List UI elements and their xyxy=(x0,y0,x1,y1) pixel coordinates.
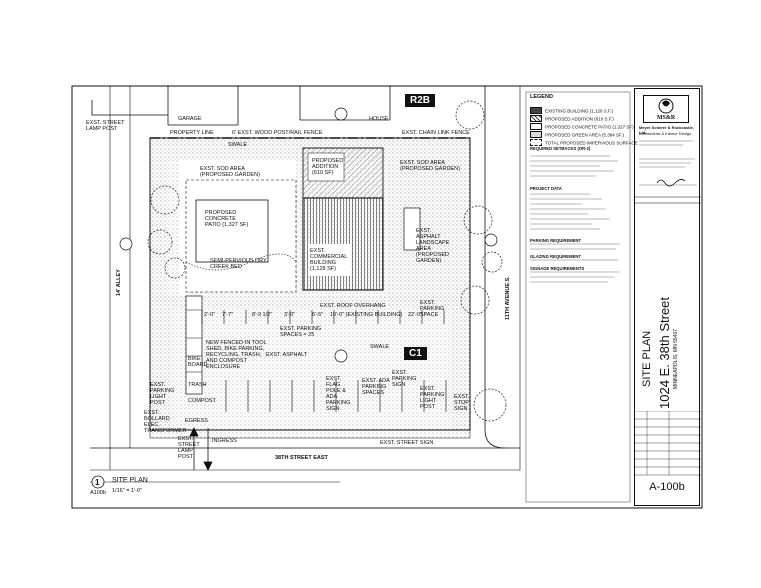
east-avenue-label: 11TH AVENUE S. xyxy=(505,276,511,320)
swale-south-label: SWALE xyxy=(370,344,390,350)
property-line-label: PROPERTY LINE xyxy=(170,130,214,136)
issue-table xyxy=(635,411,701,476)
parking-light-east-label: EXST. PARKING LIGHT POST xyxy=(420,386,445,410)
legend-swatch xyxy=(530,115,542,123)
zone-tag-c1: C1 xyxy=(404,347,427,360)
notes-project-data: PROJECT DATA xyxy=(530,186,562,191)
legend-item: PROPOSED CONCRETE PATIO (1,327 SF) xyxy=(530,118,634,131)
title-block: MS&R Meyer Scherer & Rockcastle, Ltd. Ar… xyxy=(634,88,701,506)
sheet-number: A-100b xyxy=(649,481,685,493)
egress-label: EGRESS xyxy=(185,418,208,424)
asphalt-landscape-label: EXST. ASPHALT LANDSCAPE AREA (PROPOSED G… xyxy=(416,228,450,264)
notes-parking: PARKING REQUIREMENT xyxy=(530,238,582,243)
firm-logo-text: MS&R xyxy=(656,115,676,121)
dimension-2: 7'-7" xyxy=(222,312,233,318)
existing-building-label: EXST. COMMERCIAL BUILDING (1,128 SF) xyxy=(310,248,348,272)
drawing-sheet-ref: A100b xyxy=(90,490,106,496)
dimension-1: 2'-0" xyxy=(204,312,215,318)
legend-swatch xyxy=(530,139,542,147)
street-sign-label: EXST. STREET SIGN xyxy=(380,440,434,446)
notes-glazing: GLAZING REQUIREMENT xyxy=(530,254,581,259)
legend-swatch xyxy=(530,123,542,131)
dimension-7: 10'-0" (EXISTING BUILDING) xyxy=(330,312,403,318)
parking-sign-label: EXST. PARKING SIGN xyxy=(392,370,417,388)
legend-label: PROPOSED CONCRETE PATIO (1,327 SF) xyxy=(545,124,634,130)
legend-swatch xyxy=(530,107,542,115)
proposed-patio-label: PROPOSED CONCRETE PATIO (1,327 SF) xyxy=(205,210,249,228)
legend-label: EXISTING BUILDING (1,128 S.F.) xyxy=(545,108,614,114)
bollard-label: EXST. BOLLARD ELEC. TRANSFORMER xyxy=(144,410,187,434)
notes-signage: SIGNAGE REQUIREMENTS xyxy=(530,266,585,271)
trash-label: TRASH xyxy=(188,382,207,388)
parking-light-west-label: EXST. PARKING LIGHT POST xyxy=(150,382,175,406)
lamp-post-nw-label: EXST. STREET LAMP POST xyxy=(86,120,125,132)
ingress-label: INGRESS xyxy=(212,438,237,444)
sheet-title: SITE PLAN xyxy=(641,330,653,387)
chain-fence-label: EXST. CHAIN LINK FENCE xyxy=(402,130,470,136)
drawing-title: SITE PLAN xyxy=(112,477,148,484)
dimension-5: 6'-5" xyxy=(312,312,323,318)
dimension-6: 22'-0" xyxy=(408,312,423,318)
legend-title: LEGEND xyxy=(530,94,553,100)
south-street-label: 38TH STREET EAST xyxy=(275,455,328,461)
roof-overhang-label: EXST. ROOF OVERHANG xyxy=(320,303,386,309)
firm-text-lines xyxy=(639,140,693,146)
project-address: 1024 E. 38th Street xyxy=(657,296,672,409)
drawing-scale: 1/16" = 1'-0" xyxy=(112,488,142,494)
compost-label: COMPOST xyxy=(188,398,216,404)
firm-subtitle: Architecture & Interior Design xyxy=(639,131,692,136)
project-city: MINNEAPOLIS, MN 55407 xyxy=(673,328,679,389)
firm-logo-mark xyxy=(658,98,674,114)
firm-name: Meyer Scherer & Rockcastle, Ltd. xyxy=(639,125,694,135)
legend-item: PROPOSED ADDITION (610 S.F.) xyxy=(530,110,614,123)
house-label: HOUSE xyxy=(369,116,389,122)
asphalt-label: EXST. ASPHALT xyxy=(266,352,308,358)
legend-label: PROPOSED ADDITION (610 S.F.) xyxy=(545,116,614,122)
legend-item: EXISTING BUILDING (1,128 S.F.) xyxy=(530,102,613,115)
parking-spaces-label: EXST. PARKING SPACES = 25 xyxy=(280,326,322,338)
dimension-3: 8'-9 1/2" xyxy=(252,312,273,318)
sod-west-label: EXST. SOD AREA (PROPOSED GARDEN) xyxy=(200,166,260,178)
wood-fence-label: 6' EXST. WOOD POST/RAIL FENCE xyxy=(232,130,323,136)
parking-space-east-label: EXST. PARKING SPACE xyxy=(420,300,445,318)
legend-item: PROPOSED GREEN AREA (5,384 SF.) xyxy=(530,126,624,139)
dry-creek-label: SEMI-PERVIOUS DRY CREEK BED xyxy=(210,258,267,270)
ada-parking-label: EXST. ADA PARKING SPACES xyxy=(362,378,390,396)
notes-text-lines xyxy=(530,155,620,283)
revision-grid xyxy=(635,158,701,204)
proposed-addition-label: PROPOSED ADDITION (610 SF) xyxy=(312,158,344,176)
west-alley-label: 14' ALLEY xyxy=(116,269,122,296)
stop-sign-label: EXST. STOP SIGN xyxy=(454,394,470,412)
garage-label: GARAGE xyxy=(178,116,202,122)
tool-shed-label: NEW FENCED-IN TOOL SHED, BIKE PARKING, R… xyxy=(206,340,267,370)
legend-label: TOTAL PROPOSED IMPERVIOUS SURFACE xyxy=(545,140,638,146)
sod-east-label: EXST. SOD AREA (PROPOSED GARDEN) xyxy=(400,160,460,172)
street-lamp-south-label: EXST. STREET LAMP POST xyxy=(178,436,200,460)
flag-pole-label: EXST. FLAG POLE & ADA PARKING SIGN xyxy=(326,376,351,412)
legend-swatch xyxy=(530,131,542,139)
swale-north-label: SWALE xyxy=(228,142,248,148)
dimension-4: 3'-0" xyxy=(284,312,295,318)
drawing-number: 1 xyxy=(95,478,100,487)
legend-item: TOTAL PROPOSED IMPERVIOUS SURFACE xyxy=(530,134,638,147)
legend-label: PROPOSED GREEN AREA (5,384 SF.) xyxy=(545,132,625,138)
firm-logo: MS&R xyxy=(643,95,689,123)
zone-tag-r2b: R2B xyxy=(405,94,436,107)
notes-setbacks: REQUIRED SETBACKS (OR-2) xyxy=(530,146,591,151)
bike-board-label: BIKE BOARD xyxy=(188,356,208,368)
